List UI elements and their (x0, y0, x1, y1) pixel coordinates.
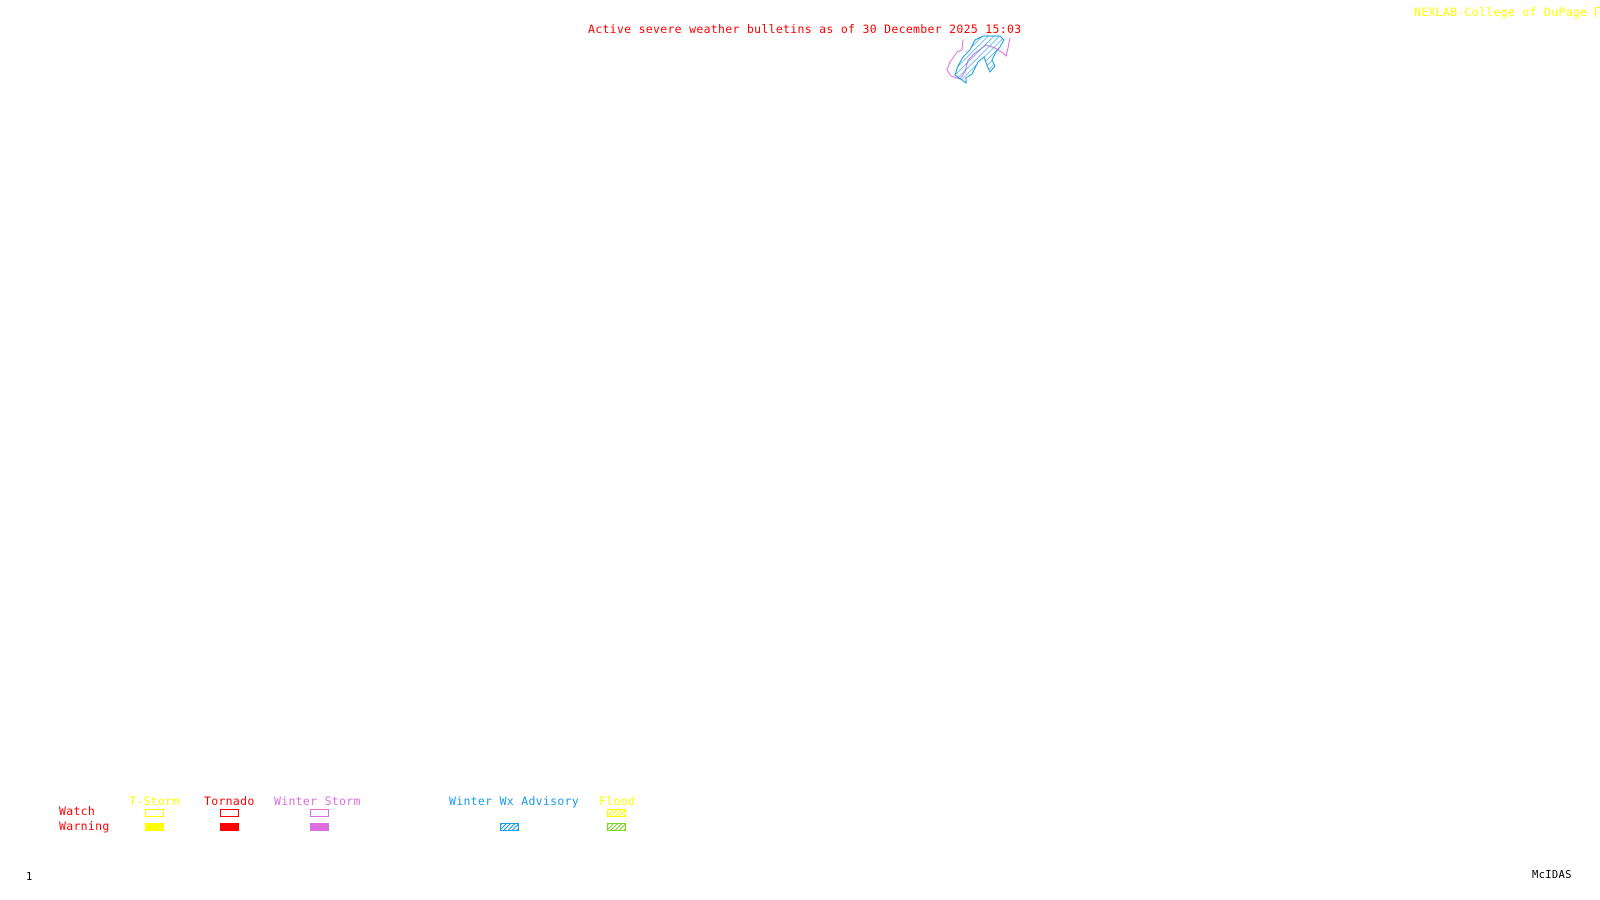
winter-wx-advisory-polygon (954, 35, 1005, 84)
legend-watch-label: Watch (59, 804, 96, 818)
bulletin-title: Active severe weather bulletins as of 30… (588, 22, 1022, 36)
tstorm-watch-swatch (145, 809, 164, 817)
legend-flood-label: Flood (599, 794, 636, 808)
flood-watch-swatch (607, 809, 626, 817)
credit-label: NEXLAB-College of DuPage (1414, 6, 1600, 19)
resize-corner-icon (1594, 7, 1600, 17)
tstorm-warning-swatch (145, 823, 164, 831)
legend-winter-storm-label: Winter Storm (274, 794, 361, 808)
winter-storm-warning-swatch (310, 823, 329, 831)
frame-number: 1 (26, 871, 33, 883)
legend-warning-label: Warning (59, 819, 110, 833)
legend-winter-wx-advisory-label: Winter Wx Advisory (449, 794, 580, 808)
legend-tornado-label: Tornado (204, 794, 255, 808)
winter-storm-watch-swatch (310, 809, 329, 817)
software-label: McIDAS (1532, 869, 1572, 881)
tornado-warning-swatch (220, 823, 239, 831)
winter-wx-advisory-swatch (500, 823, 519, 831)
tornado-watch-swatch (220, 809, 239, 817)
credit-text: NEXLAB-College of DuPage (1414, 5, 1588, 19)
legend-tstorm-label: T-Storm (129, 794, 180, 808)
flood-warning-swatch (607, 823, 626, 831)
